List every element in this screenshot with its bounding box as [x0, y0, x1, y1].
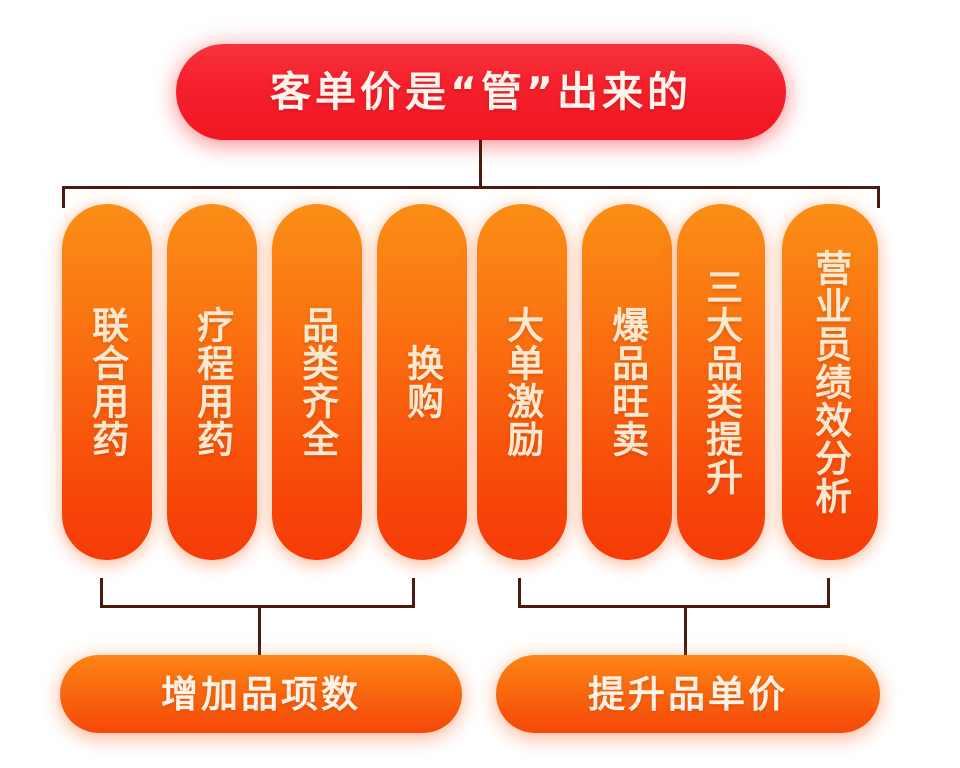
column-pill-4[interactable]: 换购: [377, 204, 467, 560]
diagram-title-pill: 客单价是“管”出来的: [176, 44, 786, 140]
column-pill-7[interactable]: 三大品类提升: [677, 204, 765, 560]
column-pill-label: 营业员绩效分析: [808, 249, 852, 515]
column-pill-label: 大单激励: [500, 306, 544, 458]
column-pill-label: 三大品类提升: [699, 268, 743, 496]
connector-top-tick-right: [877, 186, 880, 208]
bracket-right-spine: [518, 605, 830, 608]
bracket-right-stem: [684, 605, 687, 657]
bracket-left-stem: [258, 605, 261, 657]
result-box-increase-item-count[interactable]: 增加品项数: [60, 655, 462, 733]
bracket-left-tick-end: [412, 578, 415, 608]
bracket-right-tick-start: [518, 578, 521, 608]
column-pill-3[interactable]: 品类齐全: [272, 204, 362, 560]
connector-title-stem: [479, 140, 482, 188]
column-pill-label: 爆品旺卖: [605, 306, 649, 458]
result-box-label: 提升品单价: [588, 672, 788, 716]
diagram-title-text: 客单价是“管”出来的: [270, 67, 692, 116]
bracket-left-spine: [100, 605, 415, 608]
bracket-left-tick-start: [100, 578, 103, 608]
column-pill-label: 疗程用药: [190, 306, 234, 458]
bracket-right-tick-end: [827, 578, 830, 608]
column-pill-2[interactable]: 疗程用药: [167, 204, 257, 560]
connector-top-tick-left: [62, 186, 65, 208]
column-pill-8[interactable]: 营业员绩效分析: [782, 204, 878, 560]
column-pill-label: 品类齐全: [295, 306, 339, 458]
column-pill-6[interactable]: 爆品旺卖: [582, 204, 672, 560]
result-box-label: 增加品项数: [161, 672, 361, 716]
column-pill-label: 联合用药: [85, 306, 129, 458]
connector-top-spine: [62, 186, 880, 189]
column-pill-1[interactable]: 联合用药: [62, 204, 152, 560]
column-pill-label: 换购: [400, 344, 444, 420]
column-pill-5[interactable]: 大单激励: [477, 204, 567, 560]
result-box-raise-unit-price[interactable]: 提升品单价: [496, 655, 880, 733]
